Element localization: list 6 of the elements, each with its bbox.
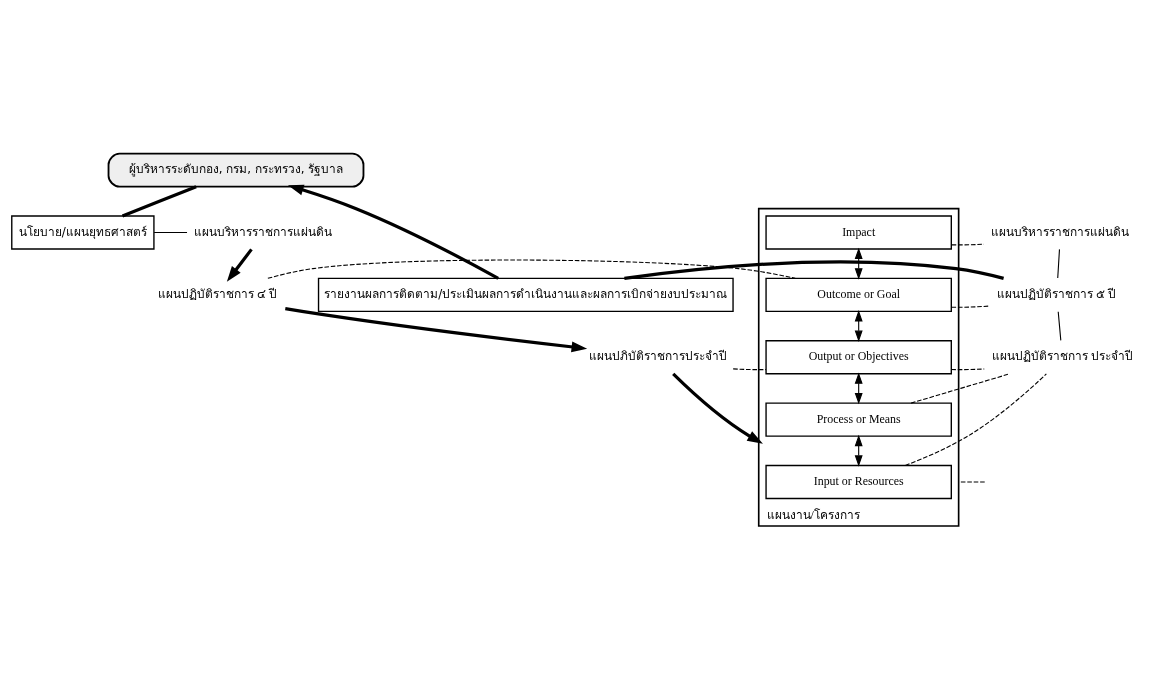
node-text: แผนบริหารราชการแผ่นดิน [194, 224, 333, 239]
node-text: แผนปฏิบัติราชการ ประจำปี [991, 348, 1133, 363]
node-text: แผนปฏิบัติราชการ ๕ ปี [997, 286, 1117, 301]
node-text: แผนปภิบัติราชการประจำปี [588, 348, 727, 363]
node-text: แผนปฏิบัติราชการ ๔ ปี [158, 286, 278, 301]
node-text: แผนบริหารราชการแผ่นดิน [991, 224, 1130, 239]
